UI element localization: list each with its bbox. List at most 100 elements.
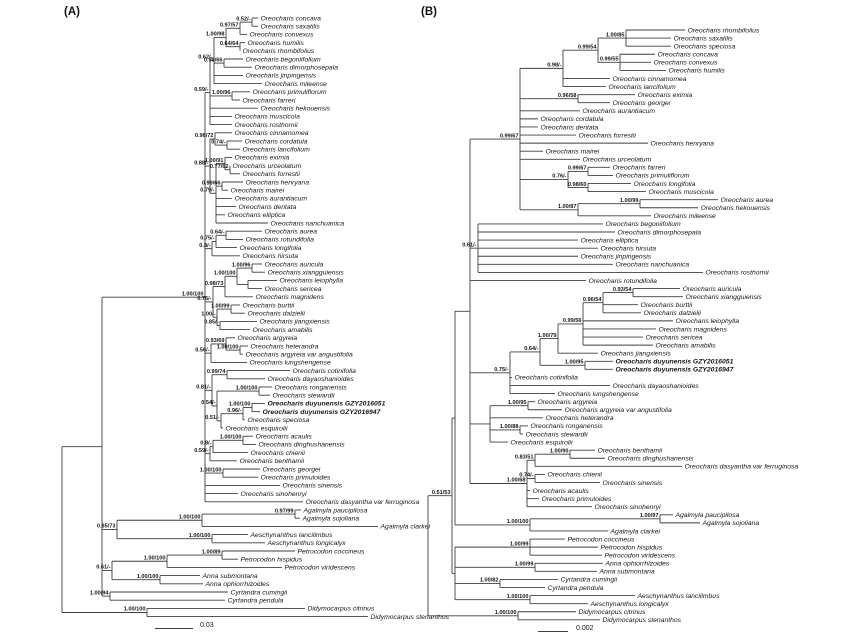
taxon-label: Oreocharis dinghushanensis — [608, 456, 695, 463]
taxon-label: Oreocharis amabilis — [656, 342, 717, 349]
taxon-label: Petrocodon hispidus — [601, 544, 663, 551]
taxon-label: Aeschynanthus longicalyx — [590, 601, 670, 608]
taxon-label: Didymocarpus citrinus — [308, 606, 375, 613]
taxon-label: Oreocharis primuliflorum — [616, 173, 690, 180]
taxon-label: Oreocharis argyreia var angustifolia — [565, 407, 673, 414]
taxon-label: Oreocharis heterandra — [251, 343, 319, 350]
taxon-label: Oreocharis aurea — [265, 229, 318, 236]
taxon-label: Oreocharis argyreia — [538, 399, 598, 406]
taxon-label: Oreocharis forrestii — [579, 132, 637, 139]
support-value: 0.99/54 — [578, 44, 598, 50]
support-value: 1.00/88 — [500, 424, 519, 430]
support-value: 0.56/- — [195, 347, 209, 353]
support-value: 1.00/96 — [232, 262, 251, 268]
taxon-label: Petrocodon coccineus — [568, 536, 635, 543]
taxon-label: Oreocharis sericea — [265, 286, 322, 293]
taxon-label: Oreocharis acaulis — [533, 488, 590, 495]
support-value: 0.97/99 — [275, 508, 294, 514]
support-value: 0.61/- — [96, 565, 110, 571]
taxon-label: Oreocharis sinohenryi — [595, 504, 662, 511]
support-value: 0.8/- — [200, 441, 211, 447]
support-value: 0.64/- — [210, 230, 224, 236]
taxon-label: Oreocharis sinensis — [603, 480, 663, 487]
taxon-label: Didymocarpus stenanthos — [371, 614, 450, 621]
taxon-label: Oreocharis muscicola — [649, 189, 715, 196]
support-value: 1.00/100 — [200, 467, 222, 473]
support-value: 1.00/91 — [205, 158, 224, 164]
support-value: 0.64/64 — [220, 41, 240, 47]
taxon-label: Oreocharis cinnamomea — [235, 130, 309, 137]
taxon-label: Oreocharis chienii — [251, 450, 306, 457]
taxon-label: Oreocharis cotinifolia — [293, 368, 357, 375]
support-value: 0.75/- — [200, 236, 214, 242]
support-value: 0.88/- — [194, 160, 208, 166]
taxon-label: Oreocharis dayaoshanioides — [613, 383, 700, 390]
taxon-label: Anna ophiorrhizoides — [605, 561, 670, 568]
taxon-label: Oreocharis convexus — [654, 60, 718, 67]
support-value: 0.98/72 — [195, 133, 214, 139]
taxon-label: Oreocharis hirsuta — [243, 253, 299, 260]
taxon-label: Oreocharis esquirolii — [226, 425, 288, 432]
taxon-label: Oreocharis rosthornii — [706, 270, 770, 277]
taxon-label: Oreocharis mileense — [265, 81, 328, 88]
support-value: 1.00/100 — [137, 574, 159, 580]
taxon-label: Oreocharis aurantiacum — [583, 108, 656, 115]
taxon-label: Oreocharis concava — [261, 15, 322, 22]
taxon-label: Oreocharis nanchuanica — [616, 262, 690, 269]
taxon-label: Oreocharis leiophylla — [280, 278, 344, 285]
taxon-label: Oreocharis dasyantha var ferruginosa — [685, 464, 799, 471]
taxon-label: Oreocharis magnidens — [256, 294, 325, 301]
taxon-label: Agalmyla sojoliana — [302, 516, 360, 523]
taxon-label: Oreocharis stewardii — [273, 393, 335, 400]
taxon-label: Oreocharis duyunensis GZY2016947 — [616, 367, 735, 374]
taxon-label: Oreocharis nanchuanica — [271, 220, 345, 227]
taxon-label: Oreocharis benthamii — [598, 447, 663, 454]
taxon-label: Oreocharis elliptica — [228, 212, 286, 219]
support-value: 0.99/66 — [204, 57, 223, 63]
support-value: 1.00/- — [201, 312, 215, 318]
taxon-label: Oreocharis jinpingensis — [246, 73, 317, 80]
taxon-label: Agalmyla clarkei — [610, 528, 661, 535]
taxon-label: Oreocharis dimorphosepala — [255, 65, 339, 72]
support-value: 0.98/- — [547, 63, 561, 69]
support-value: 0.81/- — [196, 385, 210, 391]
taxon-label: Oreocharis rosthornii — [235, 122, 299, 129]
taxon-label: Oreocharis rhombifolius — [688, 27, 760, 34]
taxon-label: Anna submontana — [599, 569, 655, 576]
support-value: 0.64/- — [524, 346, 538, 352]
taxon-label: Aeschynanthus lancilimbus — [637, 593, 721, 600]
support-value: 0.75/- — [494, 367, 508, 373]
taxon-label: Oreocharis duyunensis GZY2016051 — [268, 401, 386, 408]
support-value: 0.76/- — [197, 296, 211, 302]
taxon-label: Oreocharis longifolia — [634, 181, 696, 188]
taxon-label: Oreocharis stewardii — [526, 431, 588, 438]
support-value: 1.00/100 — [189, 533, 211, 539]
taxon-label: Didymocarpus stenanthos — [603, 617, 682, 624]
taxon-label: Oreocharis rotundifolia — [589, 278, 658, 285]
taxon-label: Oreocharis eximia — [235, 155, 290, 162]
support-value: 0.74/- — [211, 139, 225, 145]
panel-b-label: (B) — [421, 6, 437, 18]
taxon-label: Oreocharis mileense — [654, 213, 717, 220]
support-value: 0.99/56 — [563, 318, 582, 324]
taxon-label: Oreocharis henryana — [651, 140, 715, 147]
support-value: 0.96/54 — [583, 297, 603, 303]
taxon-label: Oreocharis ronganensis — [531, 423, 604, 430]
taxon-label: Oreocharis sinensis — [283, 483, 343, 490]
taxon-label: Oreocharis primuliflorum — [253, 89, 327, 96]
taxon-label: Oreocharis dimorphosepala — [618, 229, 702, 236]
taxon-label: Oreocharis lungshengense — [250, 360, 331, 367]
taxon-label: Oreocharis argyreia — [238, 335, 298, 342]
support-value: 0.52/- — [236, 16, 250, 22]
taxon-label: Oreocharis jiangxiensis — [601, 351, 672, 358]
support-value: 1.00/96 — [212, 90, 231, 96]
taxon-label: Oreocharis cordatula — [245, 138, 308, 145]
support-value: 1.00/94 — [90, 590, 110, 596]
taxon-label: Oreocharis mairei — [231, 188, 285, 195]
support-value: 1.00/100 — [507, 594, 529, 600]
support-value: 1.00/89 — [202, 549, 221, 555]
taxon-label: Oreocharis burttii — [243, 302, 295, 309]
panel-a-label: (A) — [64, 6, 80, 18]
taxon-label: Oreocharis lancifolium — [609, 84, 677, 91]
